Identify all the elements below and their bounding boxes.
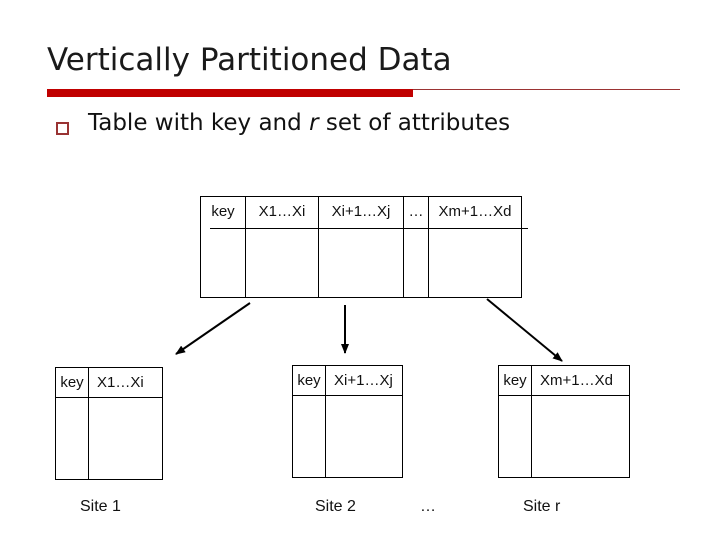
partition-1-key-header: key xyxy=(56,368,89,397)
arrow-to-site-1 xyxy=(175,302,251,355)
partition-table-site-r: key Xm+1…Xd xyxy=(498,365,630,478)
main-table-header-ellipsis: … xyxy=(404,197,429,297)
partition-r-attr-body xyxy=(532,396,629,477)
bullet-text: Table with key and r set of attributes xyxy=(88,110,510,136)
site-label-2: Site 2 xyxy=(315,498,356,515)
partition-2-key-body xyxy=(293,396,326,477)
bullet-square-icon xyxy=(56,122,69,135)
partition-table-site-1-header: key X1…Xi xyxy=(56,368,162,398)
page-title: Vertically Partitioned Data xyxy=(47,42,452,78)
partition-table-site-1-body xyxy=(56,398,162,479)
partition-table-site-1: key X1…Xi xyxy=(55,367,163,480)
partition-1-key-body xyxy=(56,398,89,479)
bullet-text-after: set of attributes xyxy=(318,110,511,136)
site-label-r: Site r xyxy=(523,498,561,515)
partition-2-attr-header: Xi+1…Xj xyxy=(334,372,393,389)
partition-table-site-2-header: key Xi+1…Xj xyxy=(293,366,402,396)
partition-table-site-r-header: key Xm+1…Xd xyxy=(499,366,629,396)
partition-table-site-r-body xyxy=(499,396,629,477)
main-table-header-xm1-xd: Xm+1…Xd xyxy=(438,203,512,220)
main-table-header-xi1-xj: Xi+1…Xj xyxy=(319,197,404,297)
site-label-1: Site 1 xyxy=(80,498,121,515)
partition-2-attr-body xyxy=(326,396,402,477)
partition-r-attr-header: Xm+1…Xd xyxy=(540,372,613,389)
partition-2-key-header: key xyxy=(293,366,326,395)
site-labels-ellipsis: … xyxy=(420,498,436,515)
partition-table-site-2-body xyxy=(293,396,402,477)
title-accent-bar xyxy=(47,89,413,97)
main-table-header-key: key xyxy=(201,197,246,297)
main-table-header-underline xyxy=(210,228,528,229)
partition-1-attr-header: X1…Xi xyxy=(97,374,144,391)
main-table-header-x1-xi: X1…Xi xyxy=(246,197,319,297)
partition-r-key-header: key xyxy=(499,366,532,395)
main-table: key X1…Xi Xi+1…Xj … Xm+1…Xd xyxy=(200,196,522,298)
partition-1-attr-body xyxy=(89,398,162,479)
bullet-term-r: r xyxy=(309,110,319,136)
partition-table-site-2: key Xi+1…Xj xyxy=(292,365,403,478)
bullet-text-before: Table with key and xyxy=(88,110,310,136)
partition-r-key-body xyxy=(499,396,532,477)
arrow-to-site-r xyxy=(486,298,563,362)
